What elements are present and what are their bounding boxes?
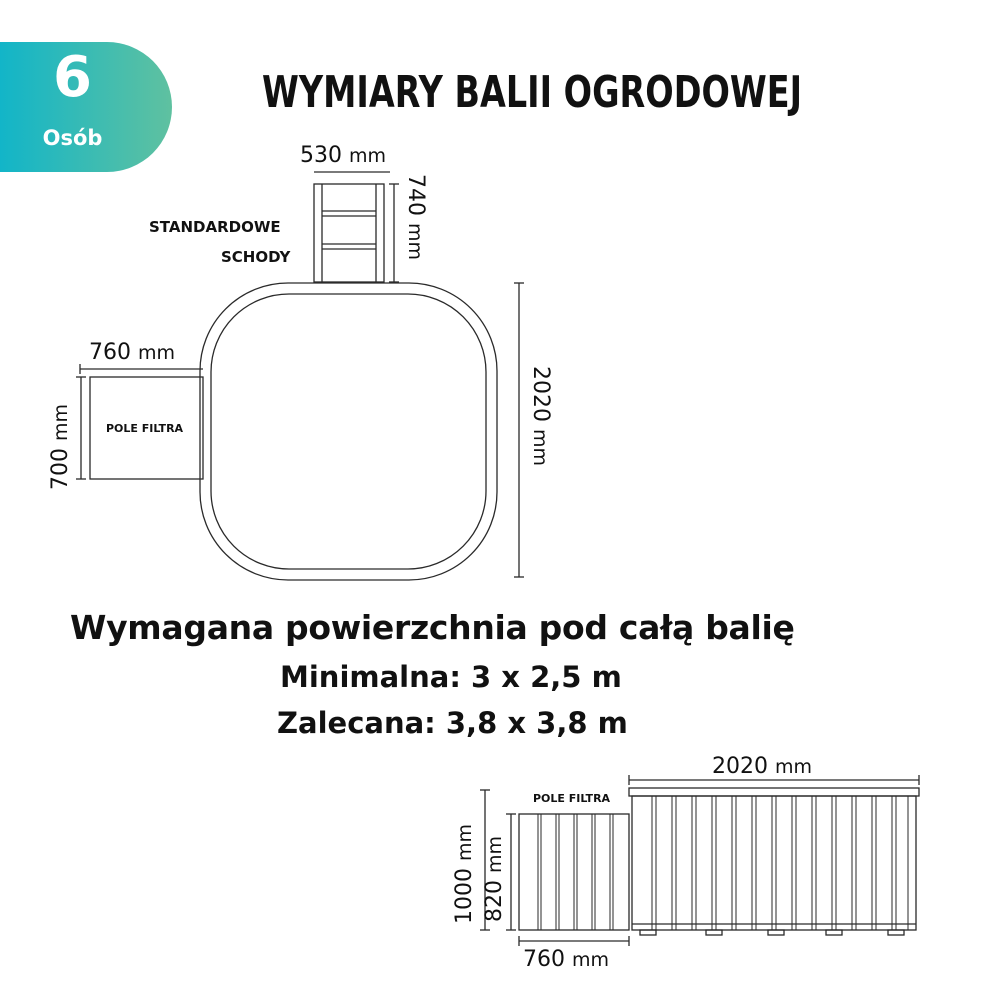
filter-box-planks xyxy=(537,814,614,930)
filter-width-label: 760 mm xyxy=(89,340,176,365)
stairs-width-label: 530 mm xyxy=(300,143,387,168)
side-tub-width-label: 2020 mm xyxy=(712,754,813,779)
tub-inner-outline xyxy=(210,293,487,570)
requirements-heading: Wymagana powierzchnia pod całą balię xyxy=(70,608,795,647)
tub-side-body xyxy=(631,795,917,931)
stairs-depth-label: 740 mm xyxy=(403,174,428,261)
filter-area-label: POLE FILTRA xyxy=(106,422,184,435)
side-filter-label: POLE FILTRA xyxy=(533,792,611,805)
persons-badge xyxy=(0,42,172,172)
stairs-label-line1: STANDARDOWE xyxy=(149,218,281,236)
requirements-minimal: Minimalna: 3 x 2,5 m xyxy=(280,660,622,694)
requirements-recommended: Zalecana: 3,8 x 3,8 m xyxy=(277,706,628,740)
tub-side-planks xyxy=(651,796,909,930)
tub-rim xyxy=(628,787,920,797)
persons-count: 6 xyxy=(53,45,92,110)
side-tub-height-label: 1000 mm xyxy=(452,823,477,924)
filter-area-outline xyxy=(89,376,204,480)
filter-depth-label: 700 mm xyxy=(48,403,73,490)
stairs-outline xyxy=(313,183,385,283)
persons-label: Osób xyxy=(42,126,103,150)
tub-feet xyxy=(639,929,905,936)
side-filter-height-label: 820 mm xyxy=(482,835,507,922)
tub-diameter-label: 2020 mm xyxy=(528,366,553,467)
side-filter-width-label: 760 mm xyxy=(523,947,610,972)
page-title: WYMIARY BALII OGRODOWEJ xyxy=(262,67,803,118)
tub-outer-outline xyxy=(199,282,498,581)
stairs-label-line2: SCHODY xyxy=(221,248,291,266)
stairs-drawing xyxy=(313,183,385,283)
